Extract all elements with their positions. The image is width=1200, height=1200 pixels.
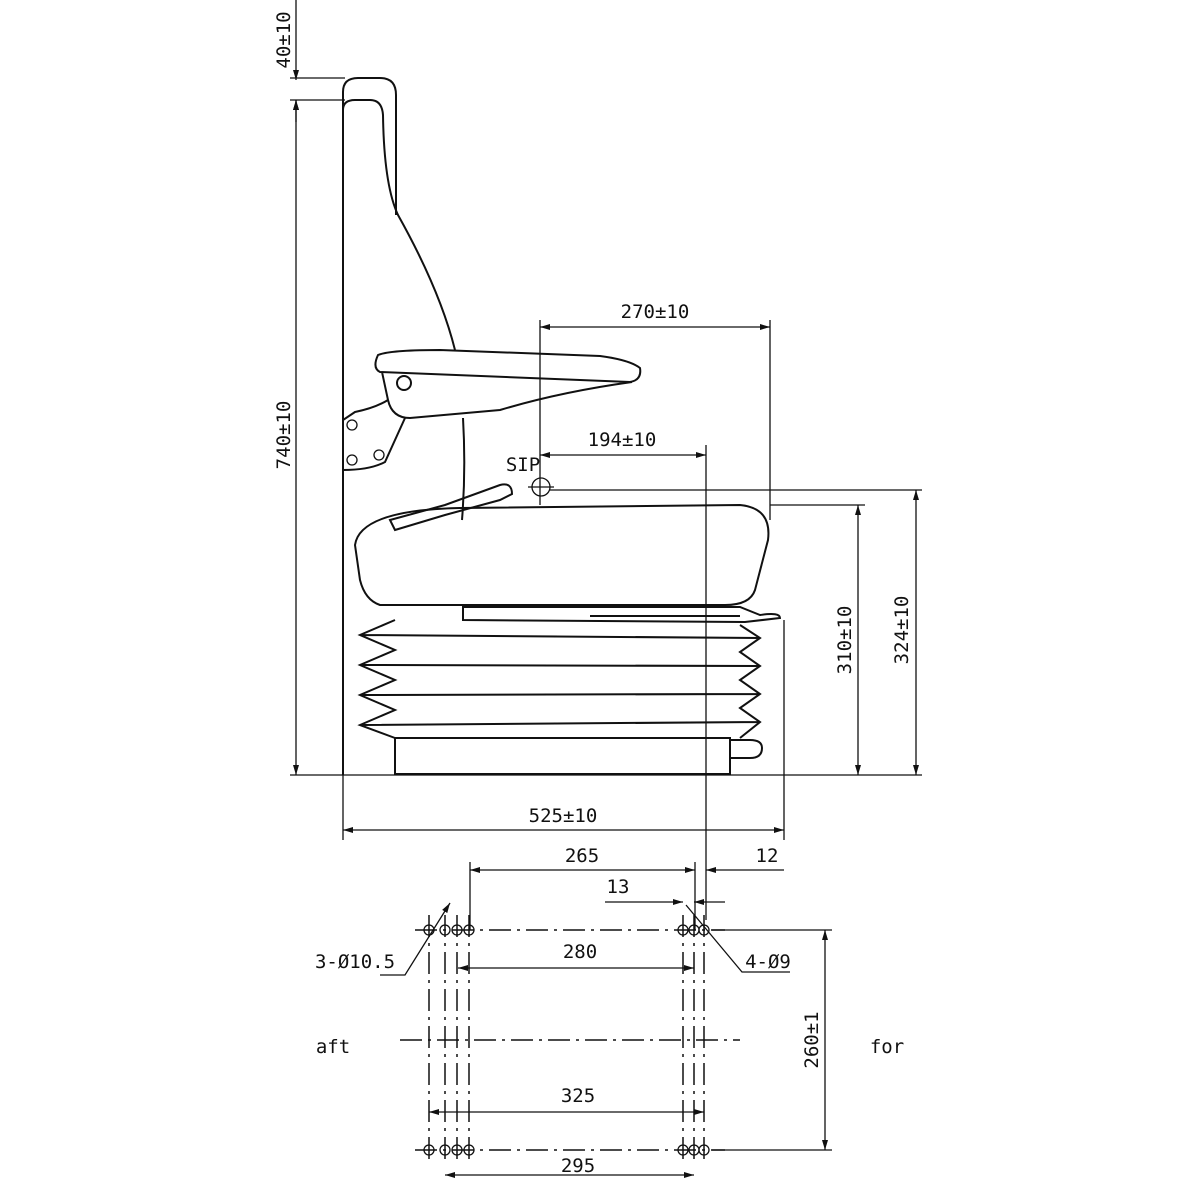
seat-cushion	[353, 503, 770, 606]
dim-overall-length: 525±10	[529, 805, 598, 827]
bracket-hole	[346, 419, 358, 431]
bracket-hole	[373, 449, 385, 461]
dim-280: 280	[563, 941, 597, 963]
slide-rail	[462, 606, 782, 624]
aft-label: aft	[316, 1036, 350, 1058]
sip-label: SIP	[506, 454, 540, 476]
dim-sip-height: 324±10	[891, 596, 913, 665]
holes-right-label: 4-Ø9	[745, 951, 791, 973]
dim-rail-width: 260±1	[801, 1011, 823, 1068]
for-label: for	[870, 1036, 904, 1058]
recline-lever	[388, 483, 514, 532]
seat-side-view	[342, 77, 782, 775]
backrest-outer	[342, 77, 397, 775]
mounting-holes	[423, 924, 710, 1156]
mount-bracket	[342, 399, 406, 472]
dim-overall-height: 740±10	[273, 401, 295, 470]
dim-sip-offset: 194±10	[588, 429, 657, 451]
dim-12: 12	[756, 845, 779, 867]
dim-seat-height: 310±10	[834, 606, 856, 675]
armrest-support	[461, 417, 466, 521]
mounting-pattern	[400, 915, 740, 1165]
dim-front-reach: 270±10	[621, 301, 690, 323]
bellows	[357, 619, 762, 739]
dim-265: 265	[565, 845, 599, 867]
dim-backrest-top: 40±10	[273, 11, 295, 68]
dim-325: 325	[561, 1085, 595, 1107]
dim-13: 13	[607, 876, 630, 898]
bracket-hole	[346, 454, 358, 466]
armrest-pivot	[396, 375, 412, 391]
seat-base	[394, 737, 731, 775]
height-knob	[730, 739, 764, 759]
dimension-lines	[290, 0, 922, 1178]
holes-left-label: 3-Ø10.5	[315, 951, 395, 973]
armrest	[374, 348, 642, 420]
backrest-inner	[342, 99, 456, 351]
dim-295: 295	[561, 1155, 595, 1177]
